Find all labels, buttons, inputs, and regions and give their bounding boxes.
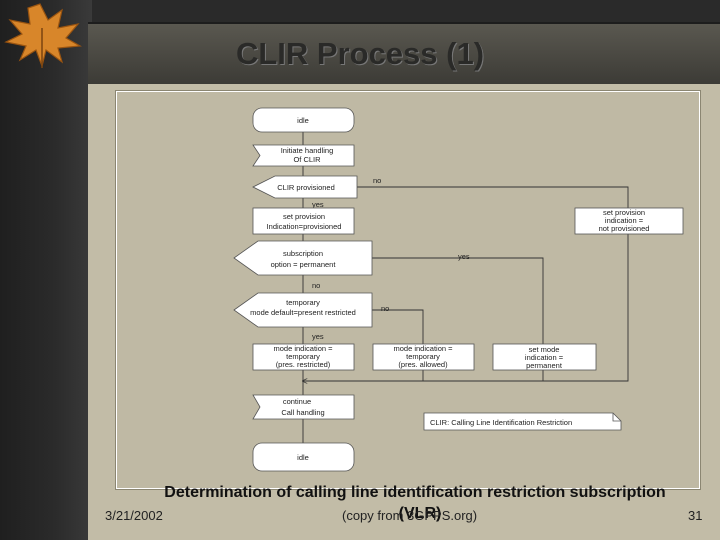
left-decor-band <box>0 0 92 540</box>
mode-allowed-label-2: temporary <box>406 352 440 361</box>
idle-start-label: idle <box>297 116 309 125</box>
branch-yes-1: yes <box>312 200 324 209</box>
subscription-label-2: option = permanent <box>271 260 337 269</box>
subscription-option-decision <box>233 240 373 276</box>
mode-restricted-node <box>252 343 355 371</box>
top-decor-band <box>92 0 720 22</box>
idle-start-node <box>252 107 355 133</box>
footer-date: 3/21/2002 <box>105 508 163 523</box>
mode-allowed-node <box>372 343 475 371</box>
initiate-node <box>252 144 355 167</box>
legend-text: CLIR: Calling Line Identification Restri… <box>430 418 572 427</box>
set-provision-label-1: set provision <box>283 212 325 221</box>
flow-connectors <box>303 132 629 443</box>
mode-restricted-label-3: (pres. restricted) <box>276 360 331 369</box>
set-not-provisioned-node <box>574 207 684 235</box>
continue-node <box>252 394 355 420</box>
subscription-label-1: subscription <box>283 249 323 258</box>
diagram-caption-tail: (VLR) <box>398 505 442 522</box>
clir-provisioned-label: CLIR provisioned <box>277 183 335 192</box>
diagram-caption: Determination of calling line identifica… <box>164 484 666 501</box>
continue-label-2: Call handling <box>281 408 324 417</box>
slide-title: CLIR Process (1) <box>235 36 485 71</box>
temporary-label-2: mode default=present restricted <box>250 308 356 317</box>
continue-label-1: continue <box>283 397 311 406</box>
mode-allowed-label-3: (pres. allowed) <box>398 360 448 369</box>
branch-no-2: no <box>312 281 320 290</box>
set-not-prov-label-2: indication = <box>605 216 644 225</box>
set-not-prov-label-3: not provisioned <box>599 224 650 233</box>
idle-end-node <box>252 442 355 472</box>
branch-no-3: no <box>381 304 389 313</box>
set-provision-label-2: Indication=provisioned <box>267 222 342 231</box>
initiate-label-2: Of CLIR <box>293 155 321 164</box>
branch-no-1: no <box>373 176 381 185</box>
page-number: 31 <box>688 508 703 523</box>
temporary-mode-decision <box>233 292 373 328</box>
mode-allowed-label-1: mode indication = <box>394 344 454 353</box>
initiate-label-1: Initiate handling <box>281 146 334 155</box>
mode-permanent-label-1: set mode <box>529 345 560 354</box>
clir-provisioned-decision <box>252 175 358 199</box>
idle-end-label: idle <box>297 453 309 462</box>
legend-note <box>423 412 622 431</box>
mode-restricted-label-2: temporary <box>286 352 320 361</box>
set-not-prov-label-1: set provision <box>603 208 645 217</box>
mode-restricted-label-1: mode indication = <box>274 344 334 353</box>
mode-permanent-label-2: indication = <box>525 353 564 362</box>
maple-leaf-icon <box>4 3 82 69</box>
set-provision-node <box>252 207 355 235</box>
title-panel <box>88 22 720 86</box>
branch-yes-2: yes <box>458 252 470 261</box>
branch-yes-3: yes <box>312 332 324 341</box>
footer-source: (copy from 3GPPS.org) <box>342 508 478 523</box>
mode-permanent-label-3: permanent <box>526 361 563 370</box>
temporary-label-1: temporary <box>286 298 320 307</box>
mode-permanent-node <box>492 343 597 371</box>
